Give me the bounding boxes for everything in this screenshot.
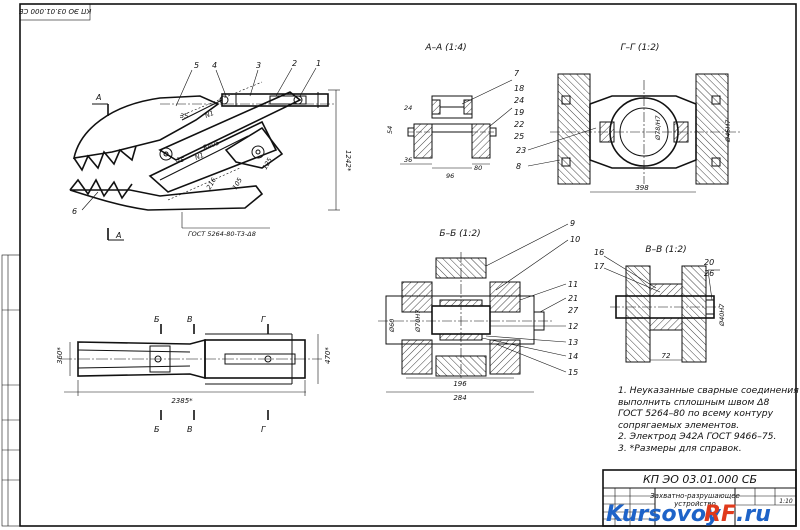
cut-g-bottom: Г [261,425,266,434]
section-aa: А–А (1:4) 24 54 36 96 80 7 18 24 19 22 2… [386,43,524,180]
aa-leader-22: 22 [514,120,524,129]
aa-dim-96: 96 [446,172,454,180]
scale-value: 1:10 [779,498,793,505]
cut-b-top: Б [154,315,160,324]
vv-leader-17: 17 [594,262,605,271]
section-bb-title: Б–Б (1:2) [439,229,480,239]
aa-leader-19: 19 [514,108,524,117]
aa-leader-18: 18 [514,84,524,93]
kursovoyrf-watermark: Kursovoy RF .ru [606,502,771,527]
aa-dim-80: 80 [474,164,482,172]
gg-dim-398: 398 [635,184,649,192]
plan-view: 2385* 360* 470* Б Б В В Г Г [56,315,332,434]
section-vv-title: В–В (1:2) [645,245,686,255]
leader-3: 3 [256,61,261,70]
aa-leader-7: 7 [514,69,520,78]
section-vv: В–В (1:2) Ø40Н7 72 16 17 20 26 [594,245,726,363]
aa-dim-36: 36 [404,156,412,164]
bb-dim-60: Ø60 [388,319,396,333]
dim-125: 125 [261,156,274,171]
leader-1: 1 [316,59,321,68]
title-line-1: Захватно-разрушающее [650,492,740,500]
vv-dim-40: Ø40Н7 [718,303,726,327]
gg-leader-23: 23 [516,146,526,155]
sheet-frame: КП ЭО 03.01.000 СБ [1,3,797,527]
vv-leader-16: 16 [594,248,604,257]
note-line: сопрягаемых элементов. [618,419,740,431]
bb-dim-70: Ø70Н7 [414,309,422,333]
watermark-tld: .ru [736,502,771,527]
leader-6: 6 [72,207,77,216]
vv-leader-26: 26 [704,269,714,278]
aa-dim-24: 24 [404,104,412,112]
technical-notes: 1. Неуказанные сварные соединения выполн… [618,385,799,455]
note-line: 2. Электрод Э42А ГОСТ 9466–75. [618,431,777,443]
dim-1242: 1242* [344,150,352,172]
title-line-2: устройство [673,500,716,508]
bb-dim-284: 284 [453,394,466,402]
cut-g-top: Г [261,315,266,324]
aa-dim-54: 54 [386,126,394,134]
bb-leader-15: 15 [568,368,578,377]
weld-gost: ГОСТ 5264-80-Т3-Δ8 [188,230,256,238]
leader-2: 2 [292,59,297,68]
rotated-code: КП ЭО 03.01.000 СБ [18,7,91,15]
dim-2385: 2385* [171,397,193,405]
main-side-view: 1242* R405 35 35 N1 N1 216 105 125 ГОСТ … [69,59,352,241]
section-gg-title: Г–Г (1:2) [621,43,660,53]
leader-5: 5 [194,61,199,70]
dim-n1-a: N1 [204,109,215,120]
gg-dim-78: Ø78/Н7 [654,115,662,141]
bb-leader-14: 14 [568,352,578,361]
dim-35-b: 35 [176,156,184,164]
section-gg: Г–Г (1:2) Ø78/Н7 Ø45Н7 398 23 8 [516,43,740,193]
dim-360: 360* [56,347,64,364]
dim-35-a: 35 [180,112,188,120]
bb-leader-21: 21 [568,294,578,303]
dim-470: 470* [324,347,332,364]
bb-leader-9: 9 [570,219,575,228]
cut-a-top: А [95,93,101,102]
cut-a-bottom: А [115,231,121,240]
watermark-left: Kursovoy [606,502,722,527]
bb-leader-12: 12 [568,322,578,331]
gg-leader-8: 8 [516,162,521,171]
bb-leader-27: 27 [568,306,579,315]
watermark-right: RF [704,502,736,527]
section-bb: Б–Б (1:2) Ø60 Ø70Н7 196 284 9 10 11 21 2… [378,219,580,402]
cut-v-top: В [187,315,193,324]
bb-leader-13: 13 [568,338,578,347]
note-line: выполнить сплошным швом Δ8 [618,396,770,408]
section-aa-title: А–А (1:4) [424,43,466,53]
note-line: 1. Неуказанные сварные соединения [618,385,799,396]
bb-dim-196: 196 [453,380,467,388]
vv-leader-20: 20 [704,258,714,267]
dim-105: 105 [231,176,244,191]
bb-leader-11: 11 [568,280,578,289]
aa-leader-24: 24 [514,96,524,105]
dim-r405: R405 [202,139,221,152]
dim-n1-b: N1 [194,151,205,162]
rotated-code-box [19,3,91,21]
cut-v-bottom: В [187,425,193,434]
cut-b-bottom: Б [154,425,160,434]
drawing-code: КП ЭО 03.01.000 СБ [643,473,757,486]
gg-dim-45: Ø45Н7 [724,119,732,143]
vv-dim-72: 72 [662,352,671,360]
leader-4: 4 [212,61,217,70]
note-line: ГОСТ 5264–80 по всему контуру [618,408,774,420]
bb-leader-10: 10 [570,235,580,244]
note-line: 3. *Размеры для справок. [618,442,742,454]
title-block: КП ЭО 03.01.000 СБ Захватно-разрушающее … [602,469,797,527]
aa-leader-25: 25 [514,132,524,141]
